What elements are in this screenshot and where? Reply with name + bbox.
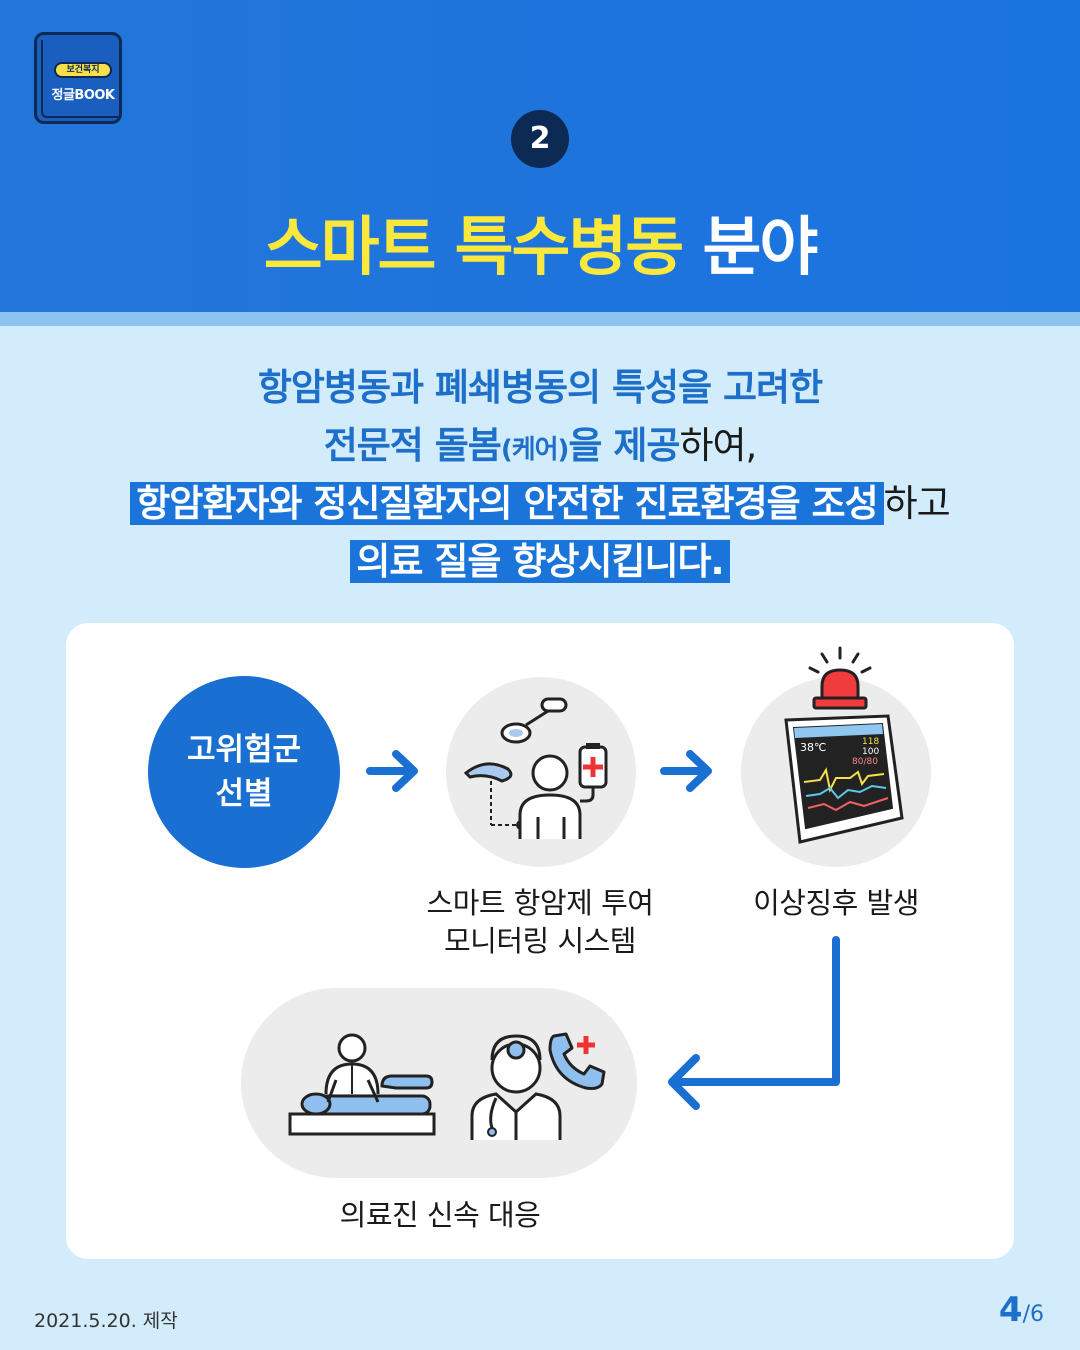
step2-label: 스마트 항암제 투여 모니터링 시스템: [380, 884, 700, 960]
step-high-risk-screening: 고위험군 선별: [148, 676, 340, 868]
step2-line2: 모니터링 시스템: [444, 924, 636, 958]
title-highlight: 스마트 특수병동: [263, 211, 684, 285]
creation-date: 2021.5.20. 제작: [34, 1310, 178, 1332]
logo-pill: 보건복지: [54, 62, 112, 78]
page-indicator: 4/6: [999, 1290, 1044, 1330]
vital-monitor-icon: 38℃ 118 100 80/80: [784, 714, 904, 844]
page-current: 4: [998, 1290, 1023, 1330]
book-icon: [34, 32, 122, 124]
description: 항암병동과 폐쇄병동의 특성을 고려한 전문적 돌봄(케어)을 제공하여, 항암…: [0, 362, 1080, 594]
step1-line1: 고위험군: [186, 732, 302, 768]
description-line2-plain: 하여,: [679, 424, 757, 467]
book-spine: [41, 40, 119, 118]
doctor-icon: [470, 1034, 562, 1140]
arrow-right-icon: [366, 750, 418, 792]
patient-care-icon: [288, 1033, 436, 1136]
title-rest: 분야: [702, 211, 818, 285]
description-line2-a: 전문적 돌봄: [323, 424, 502, 467]
monitor-v2: 100: [862, 747, 879, 757]
description-line3-highlight: 항암환자와 정신질환자의 안전한 진료환경을 조성: [130, 482, 884, 525]
siren-icon: [808, 646, 872, 710]
logo: 보건복지 정글BOOK: [34, 32, 124, 125]
step4-label: 의료진 신속 대응: [339, 1198, 541, 1232]
monitor-temp: 38℃: [800, 741, 826, 754]
step2-line1: 스마트 항암제 투여: [426, 886, 654, 920]
page-title: 스마트 특수병동 분야: [0, 196, 1080, 288]
step1-line2: 선별: [215, 776, 273, 812]
page-total: /6: [1022, 1302, 1044, 1327]
description-line-4: 의료 질을 향상시킵니다.: [0, 536, 1080, 594]
description-line-1: 항암병동과 폐쇄병동의 특성을 고려한: [257, 366, 823, 409]
description-line4-highlight: 의료 질을 향상시킵니다.: [350, 540, 730, 583]
monitor-v3: 80/80: [852, 757, 878, 767]
description-line2-b: 을 제공: [568, 424, 680, 467]
arrow-down-left-icon: [668, 936, 840, 1110]
section-number-badge: 2: [511, 110, 569, 168]
logo-text: 정글BOOK: [51, 88, 115, 103]
header-stripe: [0, 312, 1080, 326]
phone-medical-icon: [548, 1032, 606, 1090]
step3-label: 이상징후 발생: [753, 886, 919, 920]
infusion-monitoring-icon: [463, 697, 608, 839]
arrow-right-icon-2: [660, 750, 712, 792]
description-line-2: 전문적 돌봄(케어)을 제공하여,: [0, 420, 1080, 478]
monitor-v1: 118: [862, 737, 879, 747]
description-line3-plain: 하고: [883, 482, 951, 525]
description-line2-small: (케어): [500, 435, 570, 465]
